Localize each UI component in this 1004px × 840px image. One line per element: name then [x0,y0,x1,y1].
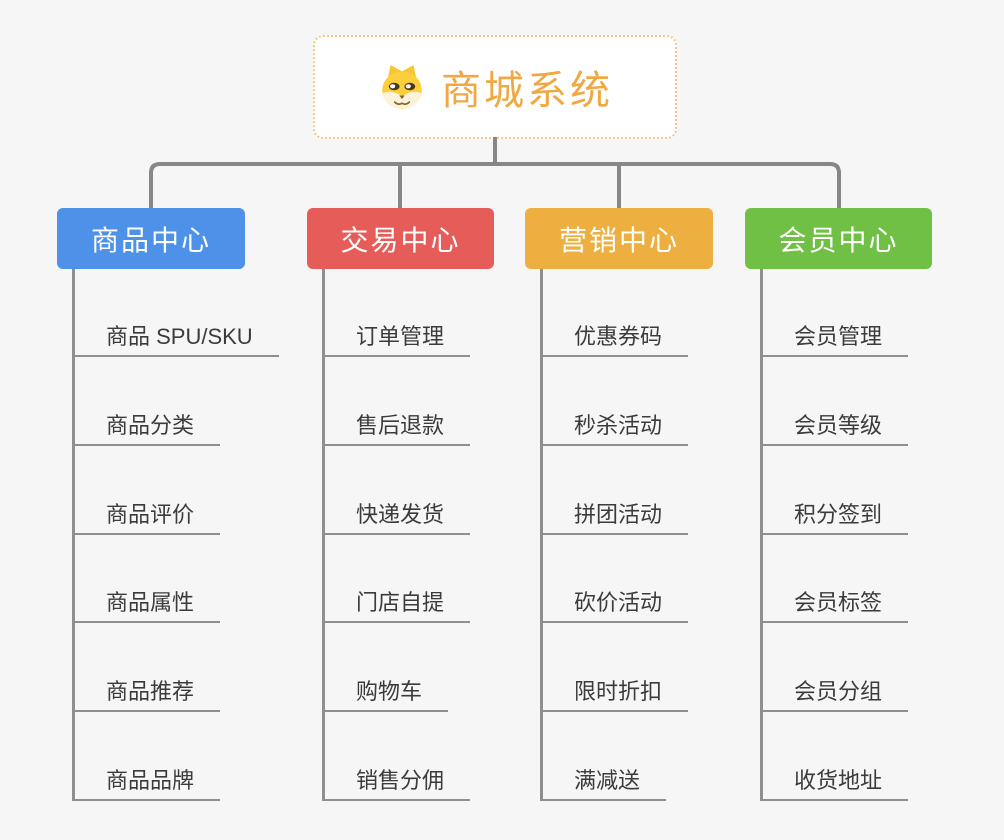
leaf-node[interactable]: 收货地址 [760,763,909,801]
leaf-node[interactable]: 会员标签 [760,585,909,623]
leaf-node[interactable]: 满减送 [540,763,667,801]
branch-connector-lines [149,137,841,208]
leaf-node[interactable]: 商品分类 [72,408,221,446]
leaf-node[interactable]: 商品评价 [72,497,221,535]
root-node-mall-system[interactable]: 商城系统 [313,35,677,139]
trunk-line [540,269,543,801]
branch-children-member-center: 会员管理 会员等级 积分签到 会员标签 会员分组 收货地址 [745,269,995,814]
leaf-node[interactable]: 会员分组 [760,674,909,712]
trunk-line [760,269,763,801]
leaf-node[interactable]: 购物车 [322,674,449,712]
leaf-node[interactable]: 积分签到 [760,497,909,535]
leaf-node[interactable]: 商品推荐 [72,674,221,712]
leaf-node[interactable]: 会员管理 [760,319,909,357]
leaf-node[interactable]: 商品 SPU/SKU [72,319,279,357]
trunk-line [72,269,75,801]
leaf-node[interactable]: 秒杀活动 [540,408,689,446]
leaf-node[interactable]: 售后退款 [322,408,471,446]
leaf-node[interactable]: 砍价活动 [540,585,689,623]
leaf-node[interactable]: 限时折扣 [540,674,689,712]
leaf-node[interactable]: 销售分佣 [322,763,471,801]
trunk-line [322,269,325,801]
branch-node-member-center[interactable]: 会员中心 [745,208,932,269]
root-node-title: 商城系统 [441,69,613,113]
leaf-node[interactable]: 商品属性 [72,585,221,623]
branch-children-marketing-center: 优惠券码 秒杀活动 拼团活动 砍价活动 限时折扣 满减送 [525,269,775,814]
leaf-node[interactable]: 快递发货 [322,497,471,535]
leaf-node[interactable]: 订单管理 [322,319,471,357]
leaf-node[interactable]: 会员等级 [760,408,909,446]
leaf-node[interactable]: 优惠券码 [540,319,689,357]
leaf-node[interactable]: 门店自提 [322,585,471,623]
branch-children-trade-center: 订单管理 售后退款 快递发货 门店自提 购物车 销售分佣 [307,269,557,814]
leaf-node[interactable]: 商品品牌 [72,763,221,801]
branch-node-trade-center[interactable]: 交易中心 [307,208,494,269]
shiba-dog-icon [382,65,422,109]
branch-node-marketing-center[interactable]: 营销中心 [525,208,713,269]
branch-node-product-center[interactable]: 商品中心 [57,208,245,269]
leaf-node[interactable]: 拼团活动 [540,497,689,535]
branch-children-product-center: 商品 SPU/SKU 商品分类 商品评价 商品属性 商品推荐 商品品牌 [57,269,307,814]
